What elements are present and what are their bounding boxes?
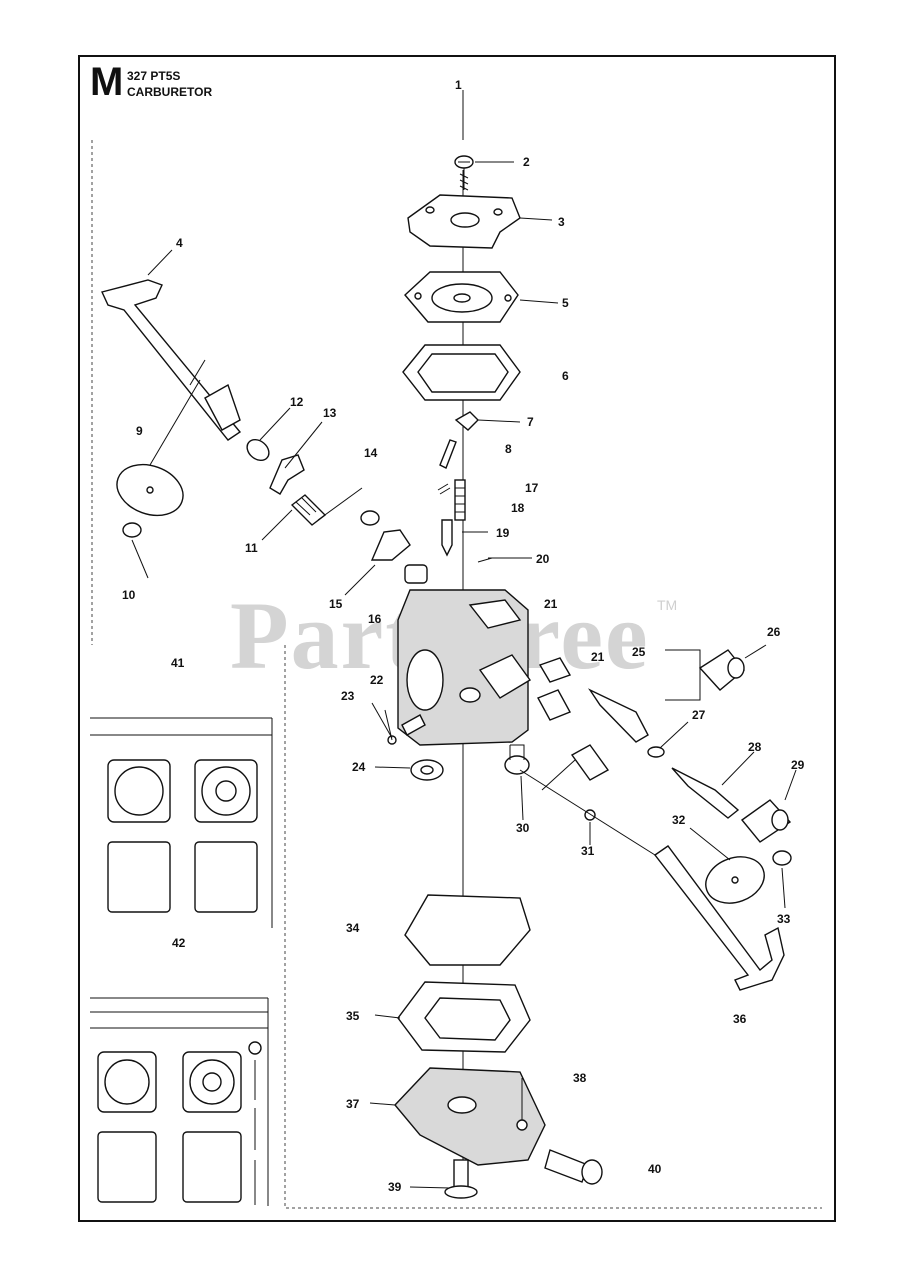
callout-3: 3: [558, 215, 565, 229]
part-shaft-4: [101, 279, 242, 441]
callout-17: 17: [525, 481, 539, 495]
part-screw-39: [444, 1159, 478, 1199]
callout-21b: 21: [591, 650, 605, 664]
callout-5: 5: [562, 296, 569, 310]
part-screw-30: [504, 744, 530, 775]
callout-38: 38: [573, 1071, 587, 1085]
callout-27: 27: [692, 708, 706, 722]
callout-19: 19: [496, 526, 510, 540]
callout-36: 36: [733, 1012, 747, 1026]
callout-8: 8: [505, 442, 512, 456]
group-boundaries: [91, 140, 822, 1209]
callout-13: 13: [323, 406, 337, 420]
callout-23: 23: [341, 689, 355, 703]
leader-lines: [131, 161, 797, 1189]
callout-28: 28: [748, 740, 762, 754]
part-screw-10: [122, 522, 142, 538]
callout-26: 26: [767, 625, 781, 639]
part-adjust-screw-25: [588, 649, 701, 743]
callout-41: 41: [171, 656, 185, 670]
callout-37: 37: [346, 1097, 360, 1111]
part-lever-15: [360, 510, 411, 561]
callout-15: 15: [329, 597, 343, 611]
diagram-title: CARBURETOR: [127, 85, 213, 99]
part-spring-31: [541, 744, 610, 821]
watermark-trademark: TM: [657, 597, 678, 613]
callout-29: 29: [791, 758, 805, 772]
part-pin-38: [516, 1078, 528, 1131]
part-gasket-34: [404, 894, 531, 966]
diagram-frame: [78, 55, 836, 1222]
callout-4: 4: [176, 236, 183, 250]
callout-24: 24: [352, 760, 366, 774]
callout-14: 14: [364, 446, 378, 460]
part-screw-33: [772, 850, 792, 866]
callout-6: 6: [562, 369, 569, 383]
part-diaphragm-35: [397, 981, 531, 1053]
callout-16: 16: [368, 612, 382, 626]
callout-32: 32: [672, 813, 686, 827]
part-springs-21b: [537, 657, 572, 721]
callout-21: 21: [544, 597, 558, 611]
callout-1: 1: [455, 78, 462, 92]
kit-41-box: [90, 997, 269, 1206]
callout-10: 10: [122, 588, 136, 602]
callout-22: 22: [370, 673, 384, 687]
callout-12: 12: [290, 395, 304, 409]
part-throttle-plate-9: [116, 463, 184, 517]
callout-34: 34: [346, 921, 360, 935]
callout-18: 18: [511, 501, 525, 515]
part-bush-16: [404, 564, 428, 584]
callout-7: 7: [527, 415, 534, 429]
section-letter: M: [90, 60, 123, 104]
part-carburetor-body-21: [397, 589, 532, 746]
model-number: 327 PT5S: [127, 69, 181, 83]
callout-40: 40: [648, 1162, 662, 1176]
callout-labels: 1 2 3 4 5 6 7 8 9 10 11 12 13 14 15 16 1…: [122, 78, 805, 1194]
callout-39: 39: [388, 1180, 402, 1194]
callout-25: 25: [632, 645, 646, 659]
part-collar-12: [246, 438, 270, 462]
part-screw-2: [454, 155, 474, 191]
part-spring-11: [290, 487, 363, 526]
callout-31: 31: [581, 844, 595, 858]
part-choke-plate-32: [705, 856, 765, 904]
part-diaphragm-5: [404, 271, 519, 323]
part-limiter-cap-29: [740, 799, 792, 843]
callout-9: 9: [136, 424, 143, 438]
part-nut-24: [410, 759, 444, 781]
callout-42: 42: [172, 936, 186, 950]
part-washer-27: [647, 746, 665, 758]
callout-33: 33: [777, 912, 791, 926]
callout-30: 30: [516, 821, 530, 835]
part-cover-37: [394, 1067, 546, 1166]
part-adjust-screw-28: [671, 767, 740, 819]
part-gasket-6: [402, 344, 521, 401]
part-screw-22: [401, 714, 426, 736]
callout-11: 11: [245, 541, 258, 555]
part-limiter-cap-26: [698, 649, 745, 691]
part-choke-shaft-36: [519, 769, 785, 991]
callout-35: 35: [346, 1009, 360, 1023]
callout-20: 20: [536, 552, 550, 566]
part-screw-40: [544, 1149, 603, 1185]
callout-2: 2: [523, 155, 530, 169]
part-pump-cover-3: [407, 194, 521, 249]
kit-42-box: [90, 717, 273, 928]
part-lever-13: [269, 454, 305, 495]
part-valve-7: [437, 411, 493, 563]
